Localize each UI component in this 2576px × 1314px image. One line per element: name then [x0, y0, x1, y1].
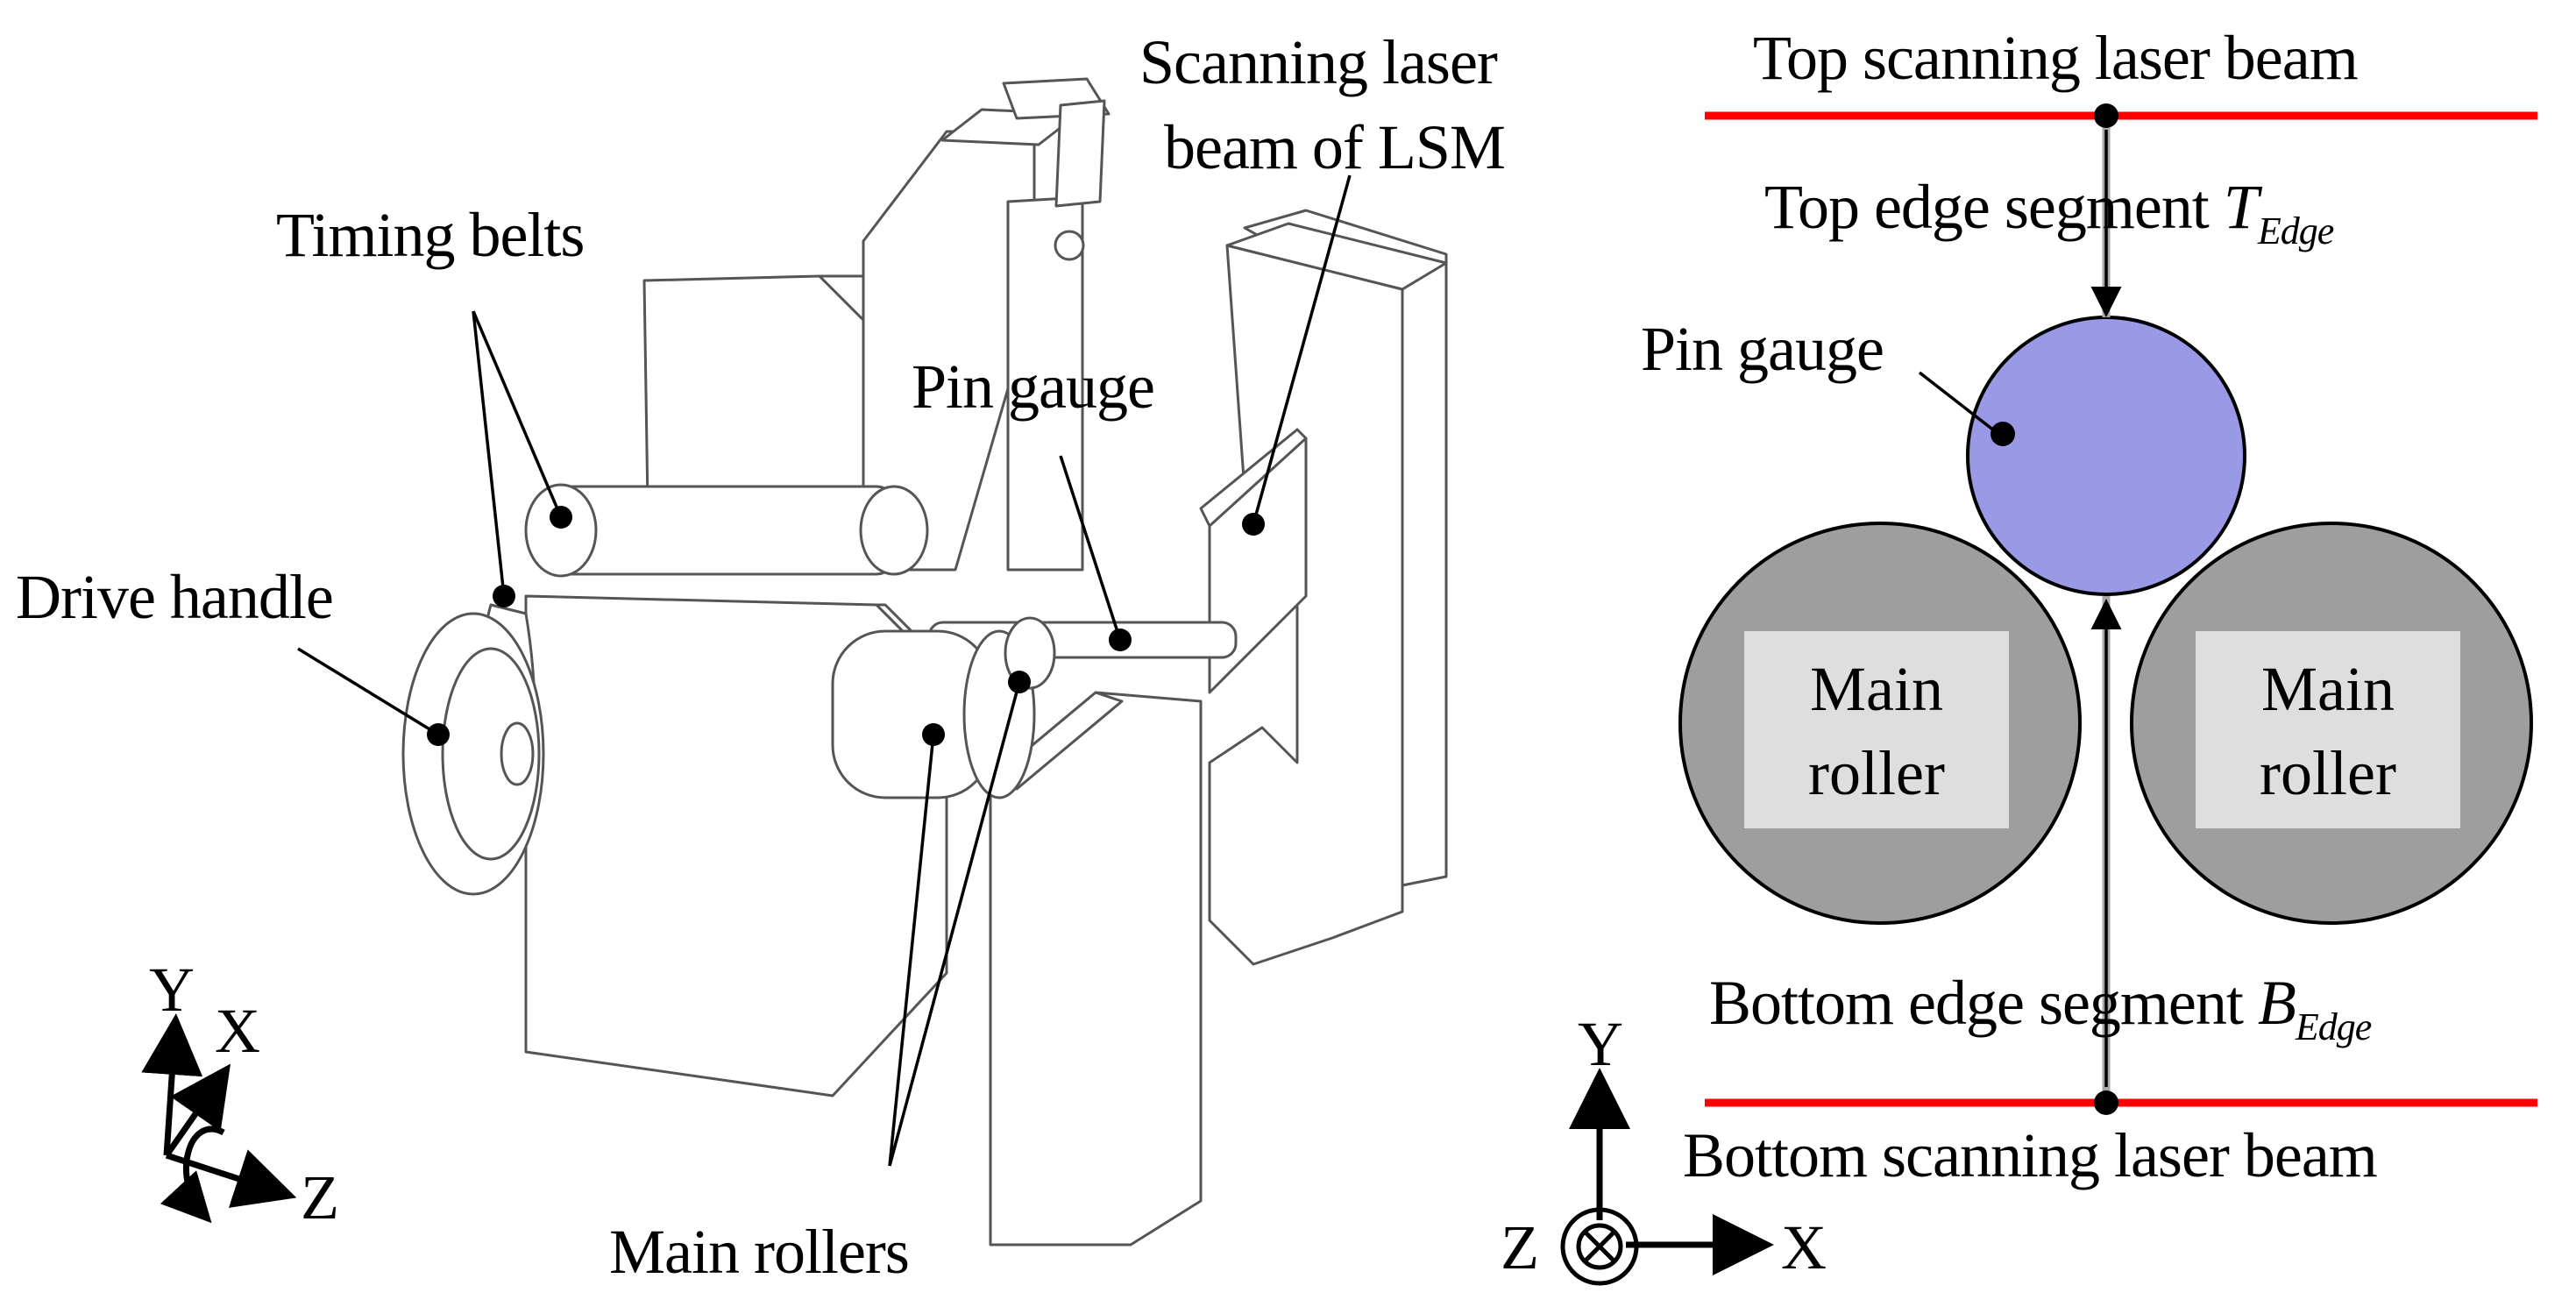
left-leader-dots	[427, 506, 1265, 746]
main-roller-left-label-box	[1744, 631, 2009, 828]
main-roller-left-line2: roller	[1808, 738, 1945, 808]
pin-gauge-circle	[1966, 316, 2246, 596]
top-edge-symbol: T	[2223, 172, 2259, 242]
main-roller-left-text: Main roller	[1744, 647, 2009, 815]
dot-pin-gauge-right	[1991, 422, 2015, 446]
apparatus-drawing	[401, 77, 1448, 1247]
dot-main-roller-1	[922, 723, 945, 746]
label-pin-gauge-right: Pin gauge	[1641, 314, 1884, 384]
label-timing-belts: Timing belts	[276, 200, 585, 270]
dot-timing-belt-lower	[493, 585, 515, 607]
main-rollers-section	[1678, 522, 2533, 925]
left-axes	[141, 1013, 297, 1224]
label-main-rollers: Main rollers	[609, 1217, 910, 1287]
main-roller-right-line2: roller	[2260, 738, 2396, 808]
label-scanning-beam-line1: Scanning laser	[1139, 27, 1498, 97]
bottom-edge-subscript: Edge	[2295, 1005, 2372, 1048]
axis-y-right: Y	[1578, 1009, 1623, 1079]
dot-drive-handle	[427, 723, 450, 746]
main-roller-left-line1: Main	[1810, 654, 1943, 724]
upper-roller	[550, 485, 896, 576]
axis-y-left: Y	[149, 955, 195, 1025]
label-scanning-beam-line2: beam of LSM	[1164, 112, 1506, 182]
axis-x-left: X	[215, 996, 260, 1066]
main-roller-right-line1: Main	[2261, 654, 2395, 724]
top-edge-text: Top edge segment	[1764, 172, 2224, 242]
axis-z-left: Z	[301, 1162, 339, 1232]
dot-timing-belt-upper	[550, 506, 572, 529]
bottom-edge-symbol: B	[2257, 968, 2296, 1038]
label-pin-gauge-left: Pin gauge	[912, 352, 1155, 422]
label-bottom-edge-segment: Bottom edge segment BEdge	[1709, 968, 2372, 1048]
right-axes	[1560, 1068, 1774, 1286]
dot-pin-gauge	[1109, 629, 1132, 651]
main-roller-right-label-box	[2196, 631, 2460, 828]
axis-z-right: Z	[1501, 1212, 1539, 1282]
dot-main-roller-2	[1008, 671, 1031, 693]
left-leaders	[297, 174, 1352, 1167]
label-bottom-beam: Bottom scanning laser beam	[1683, 1120, 2378, 1190]
bottom-edge-text: Bottom edge segment	[1709, 968, 2258, 1038]
dot-lsm-beam	[1242, 513, 1265, 536]
top-edge-subscript: Edge	[2257, 210, 2334, 252]
label-top-beam: Top scanning laser beam	[1753, 23, 2359, 93]
dot-top-beam	[2094, 103, 2118, 128]
label-drive-handle: Drive handle	[16, 562, 334, 632]
dot-bottom-beam	[2094, 1090, 2118, 1115]
label-top-edge-segment: Top edge segment TEdge	[1764, 172, 2334, 252]
axis-x-right: X	[1781, 1212, 1827, 1282]
main-roller-right-text: Main roller	[2196, 647, 2460, 815]
